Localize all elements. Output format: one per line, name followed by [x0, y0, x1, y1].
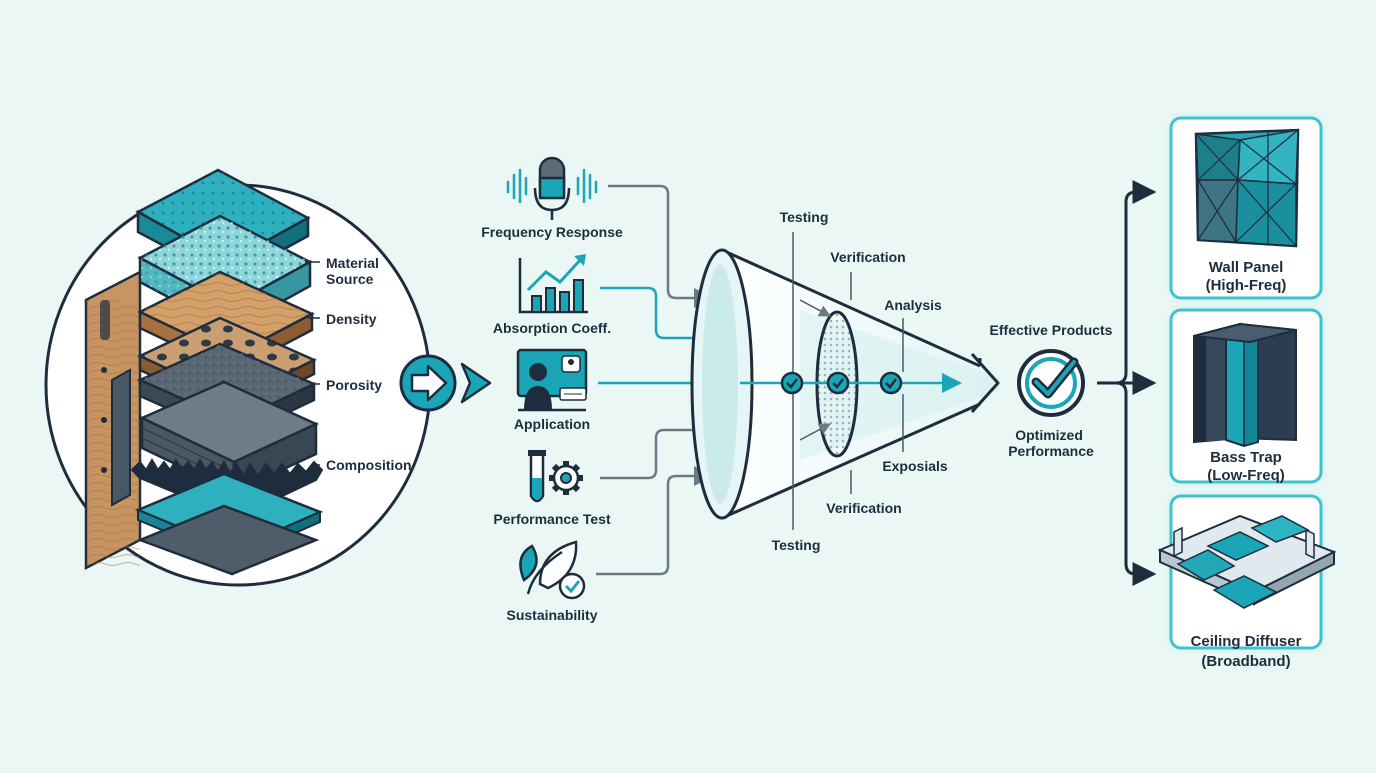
product-card-bass-trap: Bass Trap (Low-Freq): [1169, 308, 1323, 484]
layer-label-material-source: Material Source: [326, 255, 383, 287]
funnel-group: Testing Verification Analysis Exposials …: [690, 209, 1000, 553]
product-branch-arrows: [1097, 180, 1157, 586]
criteria-label-frequency-response: Frequency Response: [481, 224, 623, 240]
product-name-ceiling-diffuser: Ceiling Diffuser: [1191, 633, 1302, 650]
layer-label-composition: Composition: [326, 457, 412, 473]
criteria-connectors: [596, 184, 736, 576]
layer-label-density: Density: [326, 311, 377, 327]
product-cards: Wall Panel (High-Freq) Bass Trap (Low-Fr…: [1157, 116, 1337, 670]
criteria-label-absorption: Absorption Coeff.: [493, 320, 611, 336]
bar-chart-icon: [518, 254, 588, 314]
product-card-wall-panel: Wall Panel (High-Freq): [1169, 116, 1323, 300]
criteria-label-sustainability: Sustainability: [506, 607, 597, 623]
checkpoint-icon: [826, 371, 850, 395]
stage-label-verification-top: Verification: [830, 249, 905, 265]
product-range-ceiling-diffuser: (Broadband): [1201, 653, 1290, 670]
wood-board-icon: [84, 269, 142, 571]
stage-label-analysis: Analysis: [884, 297, 942, 313]
check-circle-icon: [1017, 349, 1085, 417]
flow-arrow-icon: [399, 354, 492, 412]
stage-label-testing-bottom: Testing: [772, 537, 821, 553]
stage-label-verification-bottom: Verification: [826, 500, 901, 516]
product-name-bass-trap: Bass Trap: [1210, 449, 1282, 466]
product-range-wall-panel: (High-Freq): [1206, 277, 1287, 294]
ceiling-diffuser-icon: [1157, 514, 1337, 609]
microphone-icon: [506, 156, 598, 220]
criteria-group: Frequency Response Absorption Coeff. App…: [481, 156, 623, 623]
outcome-group: Effective Products Optimized Performance: [990, 322, 1113, 459]
leaf-check-icon: [519, 540, 586, 600]
product-range-bass-trap: (Low-Freq): [1207, 467, 1284, 484]
person-at-computer-icon: [516, 348, 588, 412]
outcome-subtitle: Optimized Performance: [1008, 427, 1094, 459]
product-name-wall-panel: Wall Panel: [1209, 259, 1283, 276]
wall-panel-icon: [1194, 128, 1300, 248]
layer-label-porosity: Porosity: [326, 377, 382, 393]
layer-dark-bottom: [136, 504, 320, 576]
stage-label-exposials: Exposials: [882, 458, 948, 474]
bass-trap-icon: [1193, 322, 1297, 448]
criteria-label-application: Application: [514, 416, 590, 432]
checkpoint-icon: [780, 371, 804, 395]
material-layers-group: Material Source Density Porosity Composi…: [44, 168, 432, 587]
stage-label-testing-top: Testing: [780, 209, 829, 225]
product-card-ceiling-diffuser: Ceiling Diffuser (Broadband): [1157, 494, 1337, 670]
outcome-title: Effective Products: [990, 322, 1113, 338]
criteria-label-performance-test: Performance Test: [493, 511, 611, 527]
test-tube-gear-icon: [528, 450, 583, 503]
checkpoint-icon: [879, 371, 903, 395]
